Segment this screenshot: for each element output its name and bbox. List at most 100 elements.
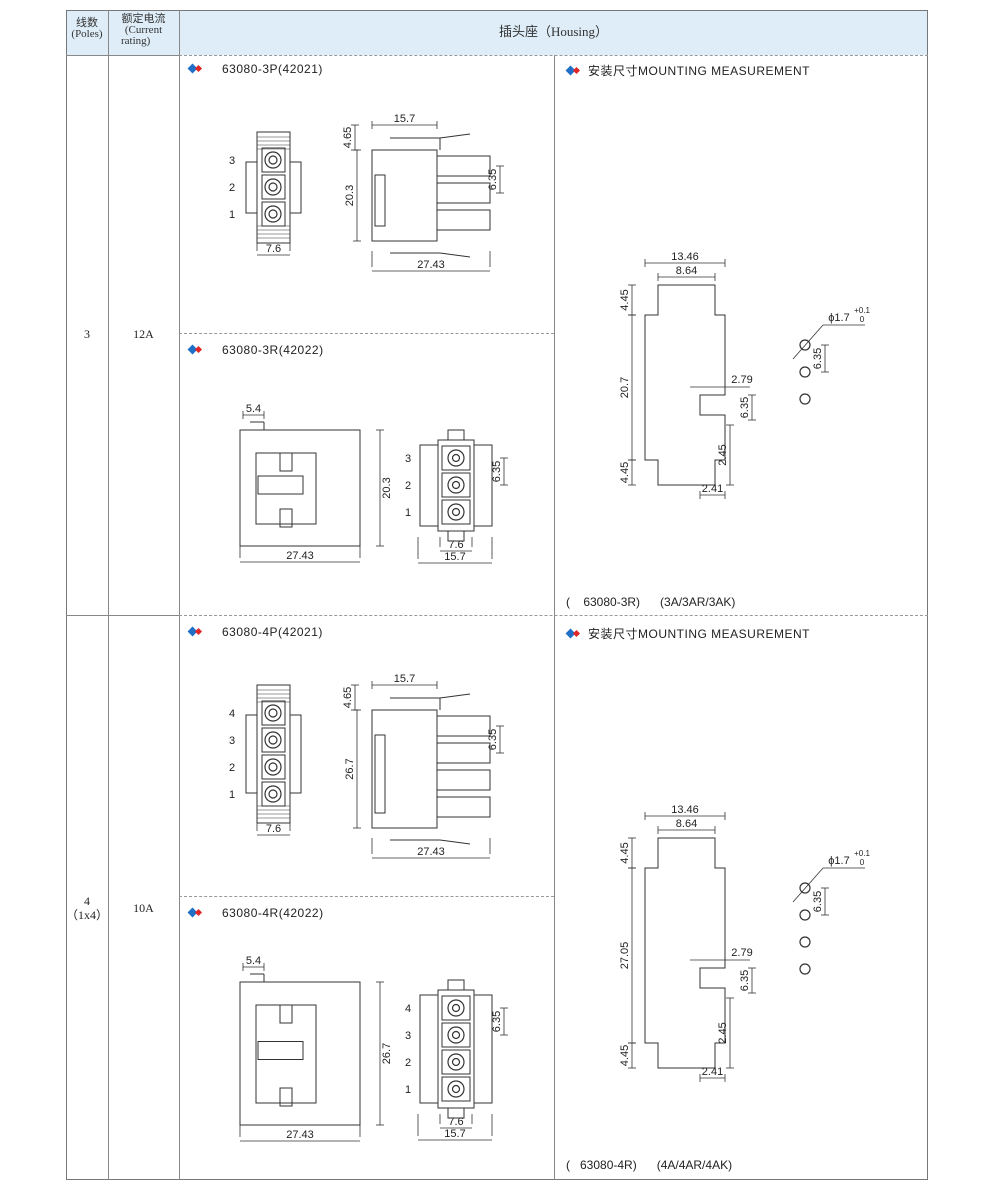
outline	[419, 444, 439, 527]
outline	[261, 174, 286, 200]
dimension-label: 6.35	[812, 891, 824, 912]
part-title-3p: 63080-3P(42021)	[188, 62, 323, 76]
dimension-label: 4.45	[619, 1045, 631, 1066]
pin-hole	[264, 758, 282, 776]
pin-hole	[451, 480, 461, 490]
dimension-label: 3	[229, 155, 235, 167]
outline	[441, 995, 471, 1021]
outline	[441, 1076, 471, 1102]
dimension-label: 5.4	[246, 955, 261, 967]
pin-hole	[451, 1003, 461, 1013]
outline	[419, 994, 439, 1104]
dimension-label: 15.7	[444, 551, 465, 563]
pin-hole	[264, 704, 282, 722]
dimension-label: 2.79	[731, 374, 752, 386]
dimension-label: 6.35	[491, 1011, 503, 1032]
outline	[279, 452, 293, 472]
dimension-label: 3	[405, 1030, 411, 1042]
dimension-line	[439, 693, 471, 699]
outline	[447, 1107, 465, 1119]
pin-hole	[451, 1030, 461, 1040]
divider	[108, 10, 109, 1180]
part-number: 63080-3P(42021)	[222, 62, 323, 76]
pin-hole	[451, 507, 461, 517]
dimension-label: 6.35	[491, 461, 503, 482]
outline	[441, 472, 471, 498]
dimension-label: 15.7	[444, 1128, 465, 1140]
pin-hole	[447, 1053, 465, 1071]
dimension-label: 20.3	[381, 477, 393, 498]
dimension-label: 4	[229, 708, 235, 720]
part-number: 63080-4R(42022)	[222, 906, 324, 920]
pin-hole	[447, 476, 465, 494]
outline	[441, 445, 471, 471]
dimension-label: 4.45	[619, 842, 631, 863]
outline	[261, 781, 286, 807]
pin-hole	[268, 789, 278, 799]
dimension-label: 26.7	[344, 758, 356, 779]
outline	[374, 174, 386, 227]
pin-hole	[264, 151, 282, 169]
dimension-label: 13.46	[671, 251, 699, 263]
dimension-label: 1	[229, 209, 235, 221]
outline	[261, 201, 286, 227]
outline	[279, 1087, 293, 1107]
outline	[374, 734, 386, 814]
current-value: 10A	[133, 901, 154, 915]
outline	[245, 714, 258, 794]
outline	[437, 439, 475, 532]
outline	[436, 715, 491, 737]
pin-hole	[268, 708, 278, 718]
pin-hole	[447, 449, 465, 467]
pin-hole	[799, 339, 811, 351]
mounting-cutout-outline	[644, 284, 726, 486]
outline	[436, 796, 491, 818]
dimension-label: 27.05	[619, 942, 631, 970]
outline	[447, 979, 465, 991]
dimension-label: 2.45	[717, 1022, 729, 1043]
pin-hole	[451, 1057, 461, 1067]
pin-hole	[264, 731, 282, 749]
mounting-cutout-outline	[644, 837, 726, 1069]
dimension-label: 2	[405, 480, 411, 492]
dimension-label: ϕ1.7	[828, 855, 849, 867]
outline	[257, 1041, 304, 1060]
part-title-4r: 63080-4R(42022)	[188, 906, 324, 920]
pin-hole	[268, 155, 278, 165]
dimension-label: 4.65	[342, 687, 354, 708]
header-current-en: (Current	[124, 24, 163, 36]
dimension-label: 1	[405, 1084, 411, 1096]
outline	[245, 161, 258, 214]
outline	[239, 981, 361, 1126]
outline	[261, 147, 286, 173]
divider	[179, 10, 180, 1180]
header-poles: 线数 (Poles)	[66, 18, 108, 40]
pin-hole	[447, 503, 465, 521]
outline	[371, 709, 438, 829]
poles-value-line2: （1x4）	[66, 908, 109, 922]
dimension-label: 27.43	[417, 259, 445, 271]
outline	[447, 530, 465, 542]
pin-hole	[799, 882, 811, 894]
pin-hole	[264, 178, 282, 196]
mounting-note: ( 63080-3R) (3A/3AR/3AK)	[566, 595, 736, 609]
pin-hole	[447, 999, 465, 1017]
dimension-label: 2.41	[702, 483, 723, 495]
dimension-label: +0.1	[854, 849, 870, 858]
mounting-title: 安装尺寸MOUNTING MEASUREMENT	[566, 62, 810, 79]
part-title-3r: 63080-3R(42022)	[188, 343, 324, 357]
divider	[66, 55, 179, 56]
pin-hole	[268, 762, 278, 772]
dimension-label: ϕ1.7	[828, 312, 849, 324]
dimension-label: 2	[405, 1057, 411, 1069]
dimension-line	[792, 324, 824, 360]
dimension-line	[439, 133, 471, 139]
outline	[289, 714, 302, 794]
outline	[436, 742, 491, 764]
dimension-label: 2.41	[702, 1066, 723, 1078]
dimension-label: 7.6	[448, 539, 463, 551]
dimension-label: 4.65	[342, 127, 354, 148]
dimension-label: 7.6	[266, 243, 281, 255]
part-title-4p: 63080-4P(42021)	[188, 625, 323, 639]
pin-hole	[799, 909, 811, 921]
